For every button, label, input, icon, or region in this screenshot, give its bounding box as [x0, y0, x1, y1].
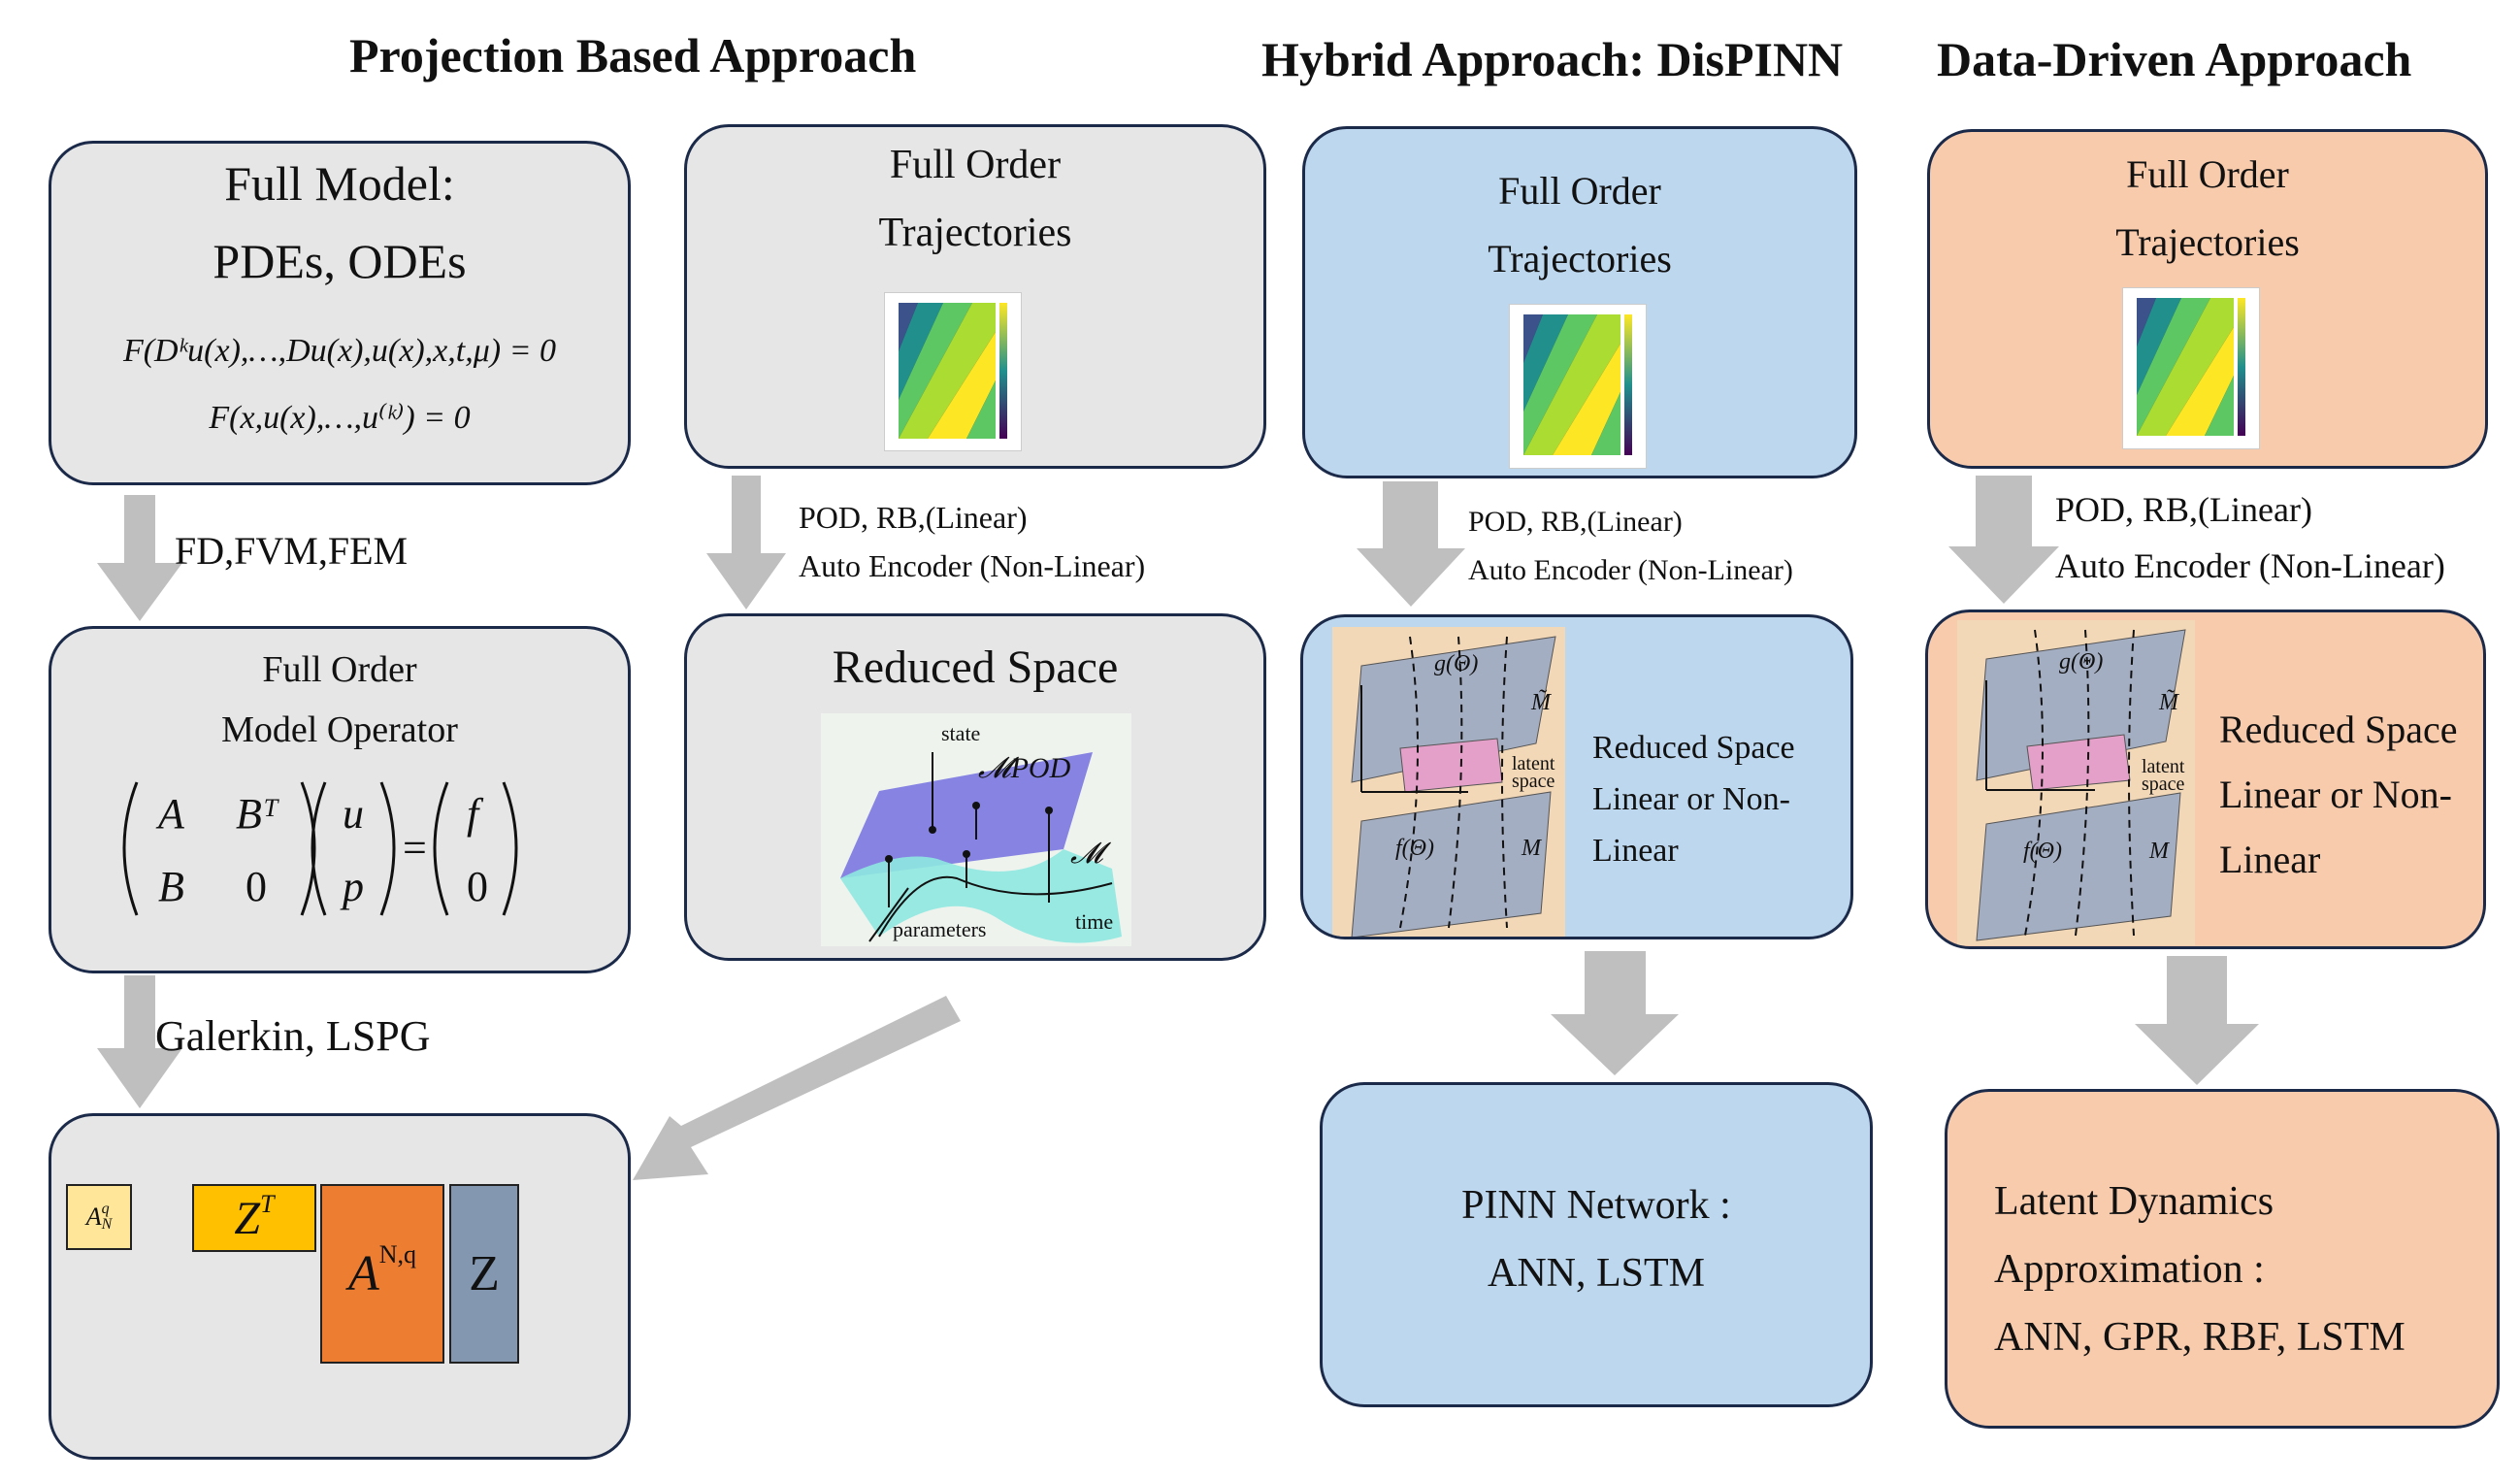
latent-line-3: ANN, GPR, RBF, LSTM — [1994, 1315, 2405, 1360]
arrow-down-latent — [2135, 956, 2259, 1085]
pod-m-label: 𝓜 — [1070, 838, 1103, 870]
pod-mpod-label: 𝓜POD — [978, 752, 1071, 784]
dd-space-label: space — [2142, 774, 2185, 795]
header-data-driven: Data-Driven Approach — [1937, 32, 2412, 86]
header-hybrid: Hybrid Approach: DisPINN — [1261, 32, 1844, 86]
full-model-eq-2: F(x,u(x),…,u⁽ᵏ⁾) = 0 — [209, 400, 471, 436]
latent-dynamics-box: Latent Dynamics Approximation : ANN, GPR… — [1945, 1089, 2500, 1429]
reduced-space-box-dd: g(Θ) M̃ latent space f(Θ) M Reduced Spac… — [1925, 609, 2486, 949]
arrow-down-fd — [97, 495, 182, 621]
hybrid-latent-label: latent — [1512, 753, 1555, 774]
hybrid-traj-title-2: Trajectories — [1488, 237, 1672, 280]
header-projection: Projection Based Approach — [349, 28, 917, 82]
hybrid-manifold-illustration — [1332, 627, 1565, 937]
dd-reduced-line-3: Linear — [2219, 838, 2321, 881]
rhs-f: f — [467, 790, 479, 838]
hybrid-reduced-line-3: Linear — [1592, 833, 1679, 869]
hybrid-f-label: f(Θ) — [1395, 836, 1434, 861]
hybrid-reduced-line-1: Reduced Space — [1592, 730, 1795, 766]
matrix-zero: 0 — [245, 863, 267, 910]
pinn-line-1: PINN Network : — [1461, 1183, 1731, 1228]
label-pod-proj-1: POD, RB,(Linear) — [799, 500, 1028, 535]
label-galerkin-lspg: Galerkin, LSPG — [155, 1012, 431, 1060]
hybrid-m-label: M — [1522, 836, 1541, 861]
matrix-bt: Bᵀ — [236, 790, 278, 838]
hybrid-reduced-line-2: Linear or Non- — [1592, 781, 1790, 817]
dd-m-label: M — [2149, 839, 2169, 864]
hybrid-ground-truth-svg — [1523, 314, 1632, 455]
hybrid-space-label: space — [1512, 771, 1555, 792]
ground-truth-plot — [884, 292, 1022, 451]
hybrid-g-label: g(Θ) — [1434, 651, 1479, 676]
hybrid-traj-title-1: Full Order — [1498, 169, 1661, 213]
dd-mtilde-label: M̃ — [2159, 690, 2178, 715]
pinn-line-2: ANN, LSTM — [1487, 1251, 1705, 1296]
dd-manifold-illustration — [1957, 620, 2195, 945]
reduced-space-box-projection: Reduced Space state 𝓜POD 𝓜 parameters ti… — [684, 613, 1266, 961]
dd-ground-truth-svg — [2137, 298, 2245, 436]
trajectories-box-dd: Full Order Trajectories — [1927, 129, 2488, 469]
latent-line-1: Latent Dynamics — [1994, 1179, 2275, 1224]
label-pod-dd-1: POD, RB,(Linear) — [2055, 490, 2312, 529]
arrow-down-pinn — [1551, 951, 1679, 1075]
rhs-zero: 0 — [467, 863, 488, 910]
pod-state-label: state — [941, 721, 981, 745]
vector-u: u — [343, 790, 364, 838]
vector-p: p — [343, 863, 364, 910]
arrow-down-galerkin — [97, 975, 182, 1108]
arrow-down-pod-proj — [706, 476, 786, 609]
dd-f-label: f(Θ) — [2023, 839, 2062, 864]
ground-truth-svg — [899, 303, 1007, 439]
pod-parameters-label: parameters — [893, 917, 987, 941]
label-fd-fvm-fem: FD,FVM,FEM — [175, 529, 409, 573]
arrow-diagonal-to-rom — [633, 996, 961, 1180]
full-model-box: Full Model: PDEs, ODEs F(Dᵏu(x),…,Du(x),… — [49, 141, 631, 485]
pod-manifold-illustration — [821, 713, 1131, 946]
reduced-space-box-hybrid: g(Θ) M̃ latent space f(Θ) M Reduced Spac… — [1300, 614, 1853, 939]
dd-g-label: g(Θ) — [2059, 649, 2104, 675]
dd-reduced-line-1: Reduced Space — [2219, 708, 2458, 751]
pod-time-label: time — [1075, 909, 1114, 934]
matrix-b: B — [158, 863, 184, 910]
arrow-down-pod-dd — [1948, 476, 2059, 604]
arrow-down-pod-hybrid — [1357, 481, 1465, 607]
fom-operator-box: Full Order Model Operator A Bᵀ B 0 u p =… — [49, 626, 631, 973]
label-pod-dd-2: Auto Encoder (Non-Linear) — [2055, 546, 2445, 585]
dd-traj-title-1: Full Order — [2126, 152, 2289, 196]
fom-title-2: Model Operator — [221, 709, 458, 750]
dd-ground-truth-plot — [2122, 287, 2260, 449]
label-pod-hybrid-1: POD, RB,(Linear) — [1468, 506, 1683, 538]
full-model-title-1: Full Model: — [224, 156, 455, 211]
reduced-space-title: Reduced Space — [832, 642, 1119, 693]
matrix-brackets — [122, 781, 518, 916]
hybrid-mtilde-label: M̃ — [1531, 690, 1551, 715]
full-model-title-2: PDEs, ODEs — [213, 234, 467, 288]
hybrid-ground-truth-plot — [1509, 304, 1647, 469]
label-pod-hybrid-2: Auto Encoder (Non-Linear) — [1468, 554, 1793, 586]
trajectories-box-hybrid: Full Order Trajectories — [1302, 126, 1857, 478]
matrix-a: A — [158, 790, 184, 838]
dd-latent-label: latent — [2142, 756, 2185, 777]
dd-reduced-line-2: Linear or Non- — [2219, 773, 2452, 816]
z-block: Z — [449, 1184, 519, 1364]
trajectories-title-2: Trajectories — [878, 211, 1072, 255]
trajectories-box-projection: Full Order Trajectories — [684, 124, 1266, 469]
dd-traj-title-2: Trajectories — [2115, 220, 2300, 264]
full-model-eq-1: F(Dᵏu(x),…,Du(x),u(x),x,t,μ) = 0 — [122, 333, 557, 369]
label-pod-proj-2: Auto Encoder (Non-Linear) — [799, 548, 1146, 583]
pinn-network-box: PINN Network : ANN, LSTM — [1320, 1082, 1873, 1407]
fom-title-1: Full Order — [262, 649, 417, 690]
trajectories-title-1: Full Order — [889, 143, 1062, 187]
latent-line-2: Approximation : — [1994, 1247, 2265, 1292]
equals-sign: = — [403, 824, 427, 872]
